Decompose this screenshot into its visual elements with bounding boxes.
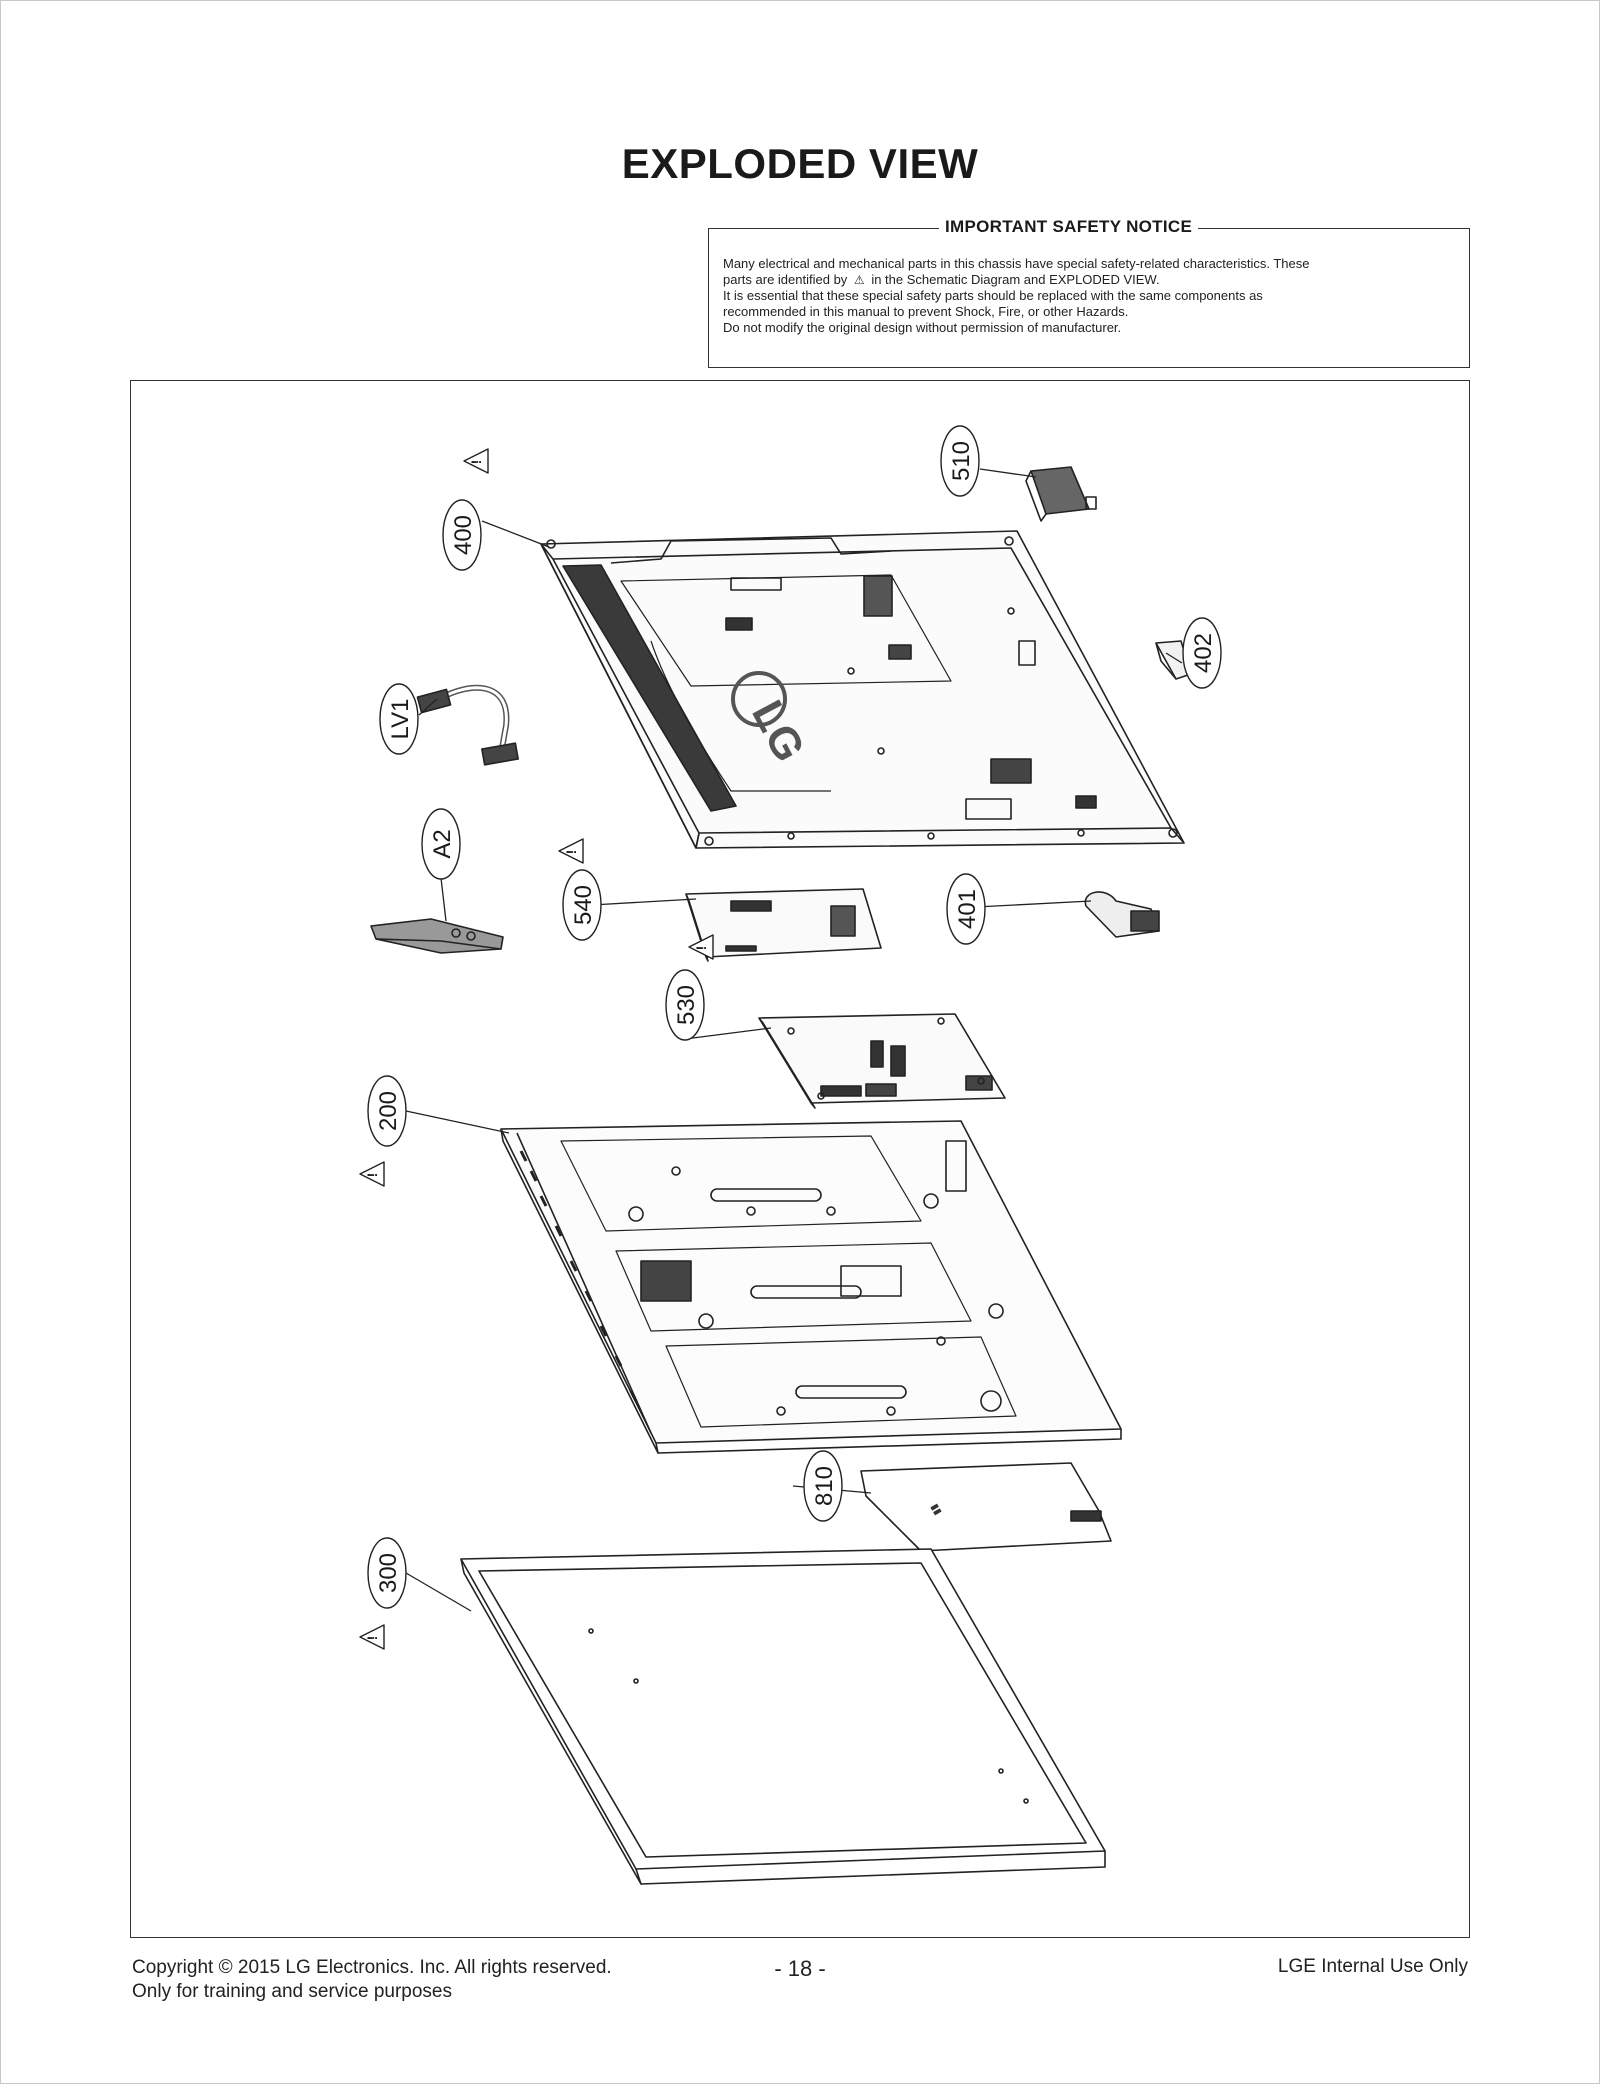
notice-line-2: parts are identified by ⚠ in the Schemat… [723,272,1455,288]
notice-line-1: Many electrical and mechanical parts in … [723,256,1310,271]
warning-mark: ! [364,1636,380,1641]
chassis-frame-200-part [500,1120,1122,1454]
notice-line-3: It is essential that these special safet… [723,288,1263,303]
label-lv1: LV1 [387,699,414,740]
warning-mark: ! [364,1173,380,1178]
main-board-530-part [758,1013,1006,1109]
bracket-402-part [1155,640,1192,680]
warning-triangle-icon: ⚠ [853,273,865,287]
label-401: 401 [954,889,981,929]
front-bezel-300-part [460,1548,1106,1885]
label-300: 300 [375,1553,402,1593]
warning-triangle-icon [359,1161,385,1187]
warning-mark: ! [693,946,709,951]
warning-triangle-icon [688,934,714,960]
notice-line-5: Do not modify the original design withou… [723,320,1122,335]
label-200: 200 [375,1091,402,1131]
warning-triangle-icon [558,838,584,864]
label-510: 510 [948,441,975,481]
label-540: 540 [570,885,597,925]
label-530: 530 [673,985,700,1025]
insulator-810-part: ▮▮ [860,1462,1112,1552]
warning-triangles [359,448,714,1650]
label-400: 400 [450,515,477,555]
notice-line-2-after: in the Schematic Diagram and EXPLODED VI… [871,272,1160,287]
exploded-view-frame: LG [130,380,1470,1938]
safety-notice-box: IMPORTANT SAFETY NOTICE Many electrical … [708,217,1470,368]
warning-triangle-icon [359,1624,385,1650]
safety-notice-body: Many electrical and mechanical parts in … [723,256,1455,336]
label-a2: A2 [429,829,456,858]
safety-notice-title: IMPORTANT SAFETY NOTICE [939,217,1199,237]
warning-mark: ! [563,850,579,855]
cable-lv1-part [416,684,519,766]
page-number: - 18 - [774,1956,826,1981]
notice-line-4: recommended in this manual to prevent Sh… [723,304,1129,319]
warning-mark: ! [468,460,484,465]
footer-left: Copyright © 2015 LG Electronics. Inc. Al… [132,1956,612,2004]
back-cover-part: LG [540,530,1185,849]
board-540-part [685,888,882,962]
internal-use-text: LGE Internal Use Only [1277,1956,1468,1977]
page-title: EXPLODED VIEW [621,140,979,187]
label-402: 402 [1190,633,1217,673]
exploded-view-diagram: LG [359,425,1222,1885]
purpose-text: Only for training and service purposes [132,1981,452,2002]
label-ovals [367,425,1222,1609]
warning-triangle-icon [463,448,489,474]
connector-510-part [1025,466,1097,522]
label-810: 810 [811,1466,838,1506]
remote-a2-part [370,918,504,954]
svg-text:▮▮: ▮▮ [928,1502,943,1517]
copyright-text: Copyright © 2015 LG Electronics. Inc. Al… [132,1957,612,1978]
notice-line-2-before: parts are identified by [723,272,848,287]
stand-piece-401-part [1084,891,1160,938]
leader-lines [405,468,1183,1612]
